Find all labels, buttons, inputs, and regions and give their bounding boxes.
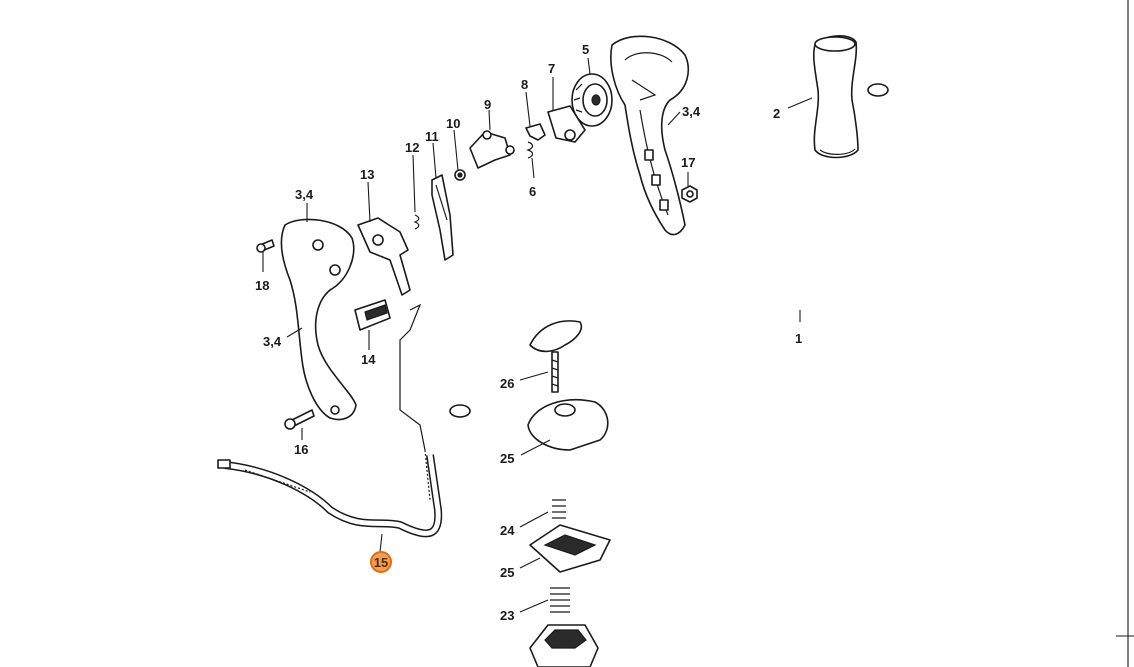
label-9: 9 xyxy=(484,97,491,112)
label-3-4-top: 3,4 xyxy=(682,104,701,119)
part-7-lever-block[interactable] xyxy=(547,105,586,143)
label-3-4-left-top: 3,4 xyxy=(295,187,314,202)
part-12-spring[interactable] xyxy=(413,214,420,230)
label-12: 12 xyxy=(405,140,419,155)
label-6: 6 xyxy=(529,184,536,199)
part-26-wing-bolt[interactable] xyxy=(529,320,583,393)
label-2: 2 xyxy=(773,106,780,121)
part-23-spring[interactable] xyxy=(550,587,570,613)
part-14-switch[interactable] xyxy=(354,299,391,331)
part-11-trigger[interactable] xyxy=(431,174,454,261)
part-3-4-right-housing[interactable] xyxy=(610,35,689,236)
highlighted-part-15[interactable]: 15 xyxy=(370,551,392,573)
label-26: 26 xyxy=(500,376,514,391)
label-25-upper: 25 xyxy=(500,451,514,466)
part-labels: 1 2 3,4 5 6 7 8 9 10 11 12 13 3,4 18 3,4… xyxy=(255,42,802,623)
part-24-spring[interactable] xyxy=(552,499,566,519)
label-10: 10 xyxy=(446,116,460,131)
part-9-latch[interactable] xyxy=(469,130,515,169)
highlight-marker[interactable] xyxy=(370,551,392,573)
part-15-cable[interactable] xyxy=(217,303,443,538)
label-15: 15 xyxy=(374,555,388,570)
label-18: 18 xyxy=(255,278,269,293)
label-3-4-left-mid: 3,4 xyxy=(263,334,282,349)
leader-lines xyxy=(262,57,813,613)
part-16-screw[interactable] xyxy=(284,409,315,430)
part-18-screw[interactable] xyxy=(256,239,275,253)
label-11: 11 xyxy=(425,129,439,144)
label-14: 14 xyxy=(361,352,376,367)
part-2-grip[interactable] xyxy=(812,35,859,159)
part-3-4-left-housing[interactable] xyxy=(280,218,357,421)
label-24: 24 xyxy=(500,523,515,538)
part-13-lever[interactable] xyxy=(357,217,411,296)
part-17-nut[interactable] xyxy=(681,185,698,203)
part-25-clamp-lower[interactable] xyxy=(529,524,611,573)
label-16: 16 xyxy=(294,442,308,457)
label-1: 1 xyxy=(795,331,802,346)
part-8-clip[interactable] xyxy=(525,123,546,141)
bottom-clamp-base[interactable] xyxy=(529,624,599,667)
part-10-screw[interactable] xyxy=(454,169,466,181)
part-1-handlebar-tube[interactable] xyxy=(449,83,895,515)
label-25-lower: 25 xyxy=(500,565,514,580)
label-5: 5 xyxy=(582,42,589,57)
label-17: 17 xyxy=(681,155,695,170)
label-23: 23 xyxy=(500,608,514,623)
part-6-spring[interactable] xyxy=(526,141,534,159)
part-25-clamp-upper[interactable] xyxy=(527,398,609,451)
label-8: 8 xyxy=(521,77,528,92)
label-13: 13 xyxy=(360,167,374,182)
part-5-wheel[interactable] xyxy=(571,73,613,127)
label-7: 7 xyxy=(548,61,555,76)
